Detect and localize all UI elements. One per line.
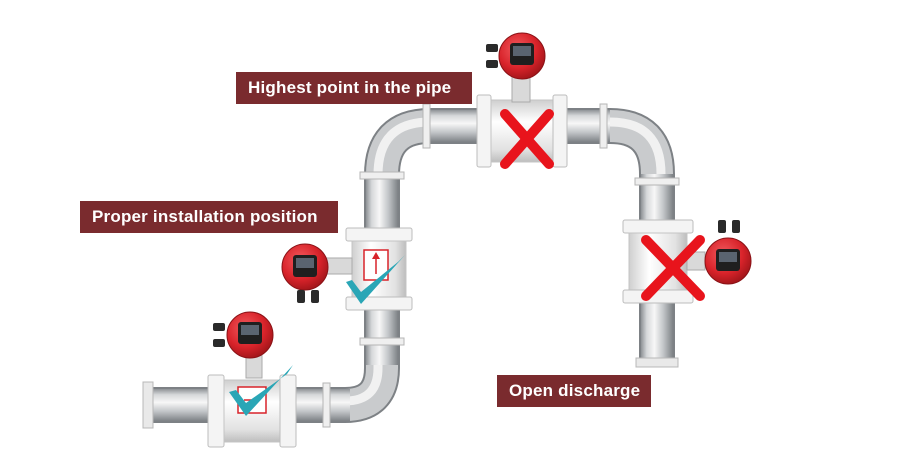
meter-outlet-vertical: [622, 219, 752, 304]
check-mark-icon: [229, 365, 293, 416]
outlet-end-flange: [635, 357, 679, 368]
label-highest-point: Highest point in the pipe: [236, 72, 472, 104]
label-proper-installation: Proper installation position: [80, 201, 338, 233]
pipe-network: [150, 108, 675, 423]
label-open-discharge: Open discharge: [497, 375, 651, 407]
check-mark-icon: [346, 255, 405, 304]
cross-mark-icon: [641, 235, 705, 301]
cross-mark-icon: [500, 109, 554, 169]
pipe-flanges: [322, 103, 680, 428]
meter-riser-vertical: [281, 227, 413, 311]
meter-inlet-horizontal: [207, 311, 297, 448]
inlet-end-flange: [142, 381, 154, 429]
